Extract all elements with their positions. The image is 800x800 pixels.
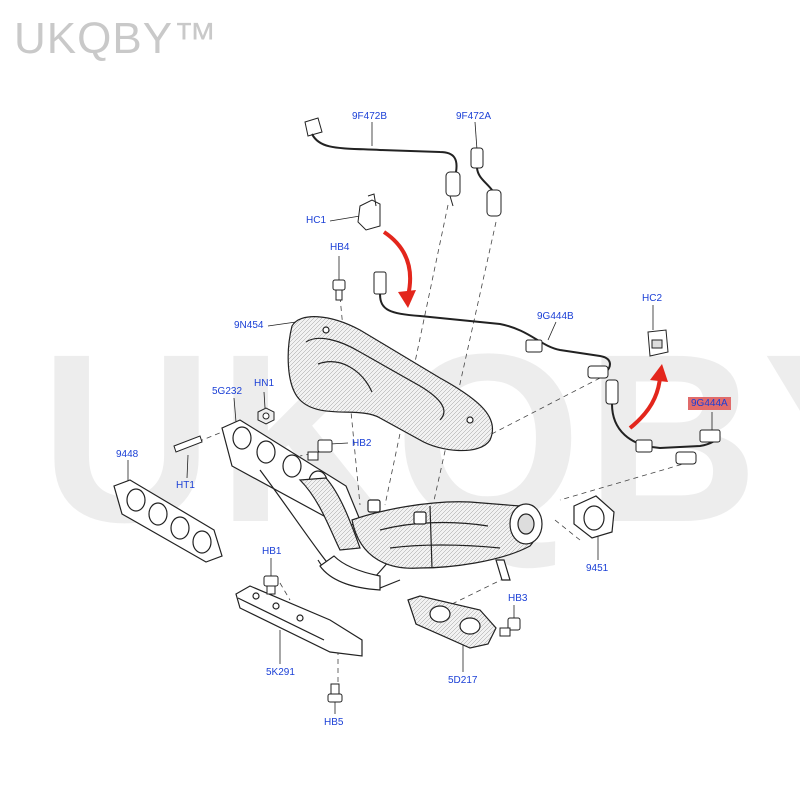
label-5k291: 5K291 (266, 667, 295, 678)
label-hb2: HB2 (352, 438, 372, 449)
label-ht1: HT1 (176, 480, 195, 491)
bolt-hb2 (307, 439, 333, 461)
label-hn1: HN1 (254, 378, 275, 389)
stud-ht1 (173, 435, 203, 453)
label-hb5: HB5 (324, 717, 344, 728)
label-hb3: HB3 (508, 593, 528, 604)
label-9f472a: 9F472A (456, 111, 492, 122)
bolt-hb1 (263, 575, 279, 595)
bolt-hb5 (327, 683, 343, 703)
label-hc2: HC2 (642, 293, 663, 304)
arrow-red-1-head (398, 290, 416, 308)
heat-shield-9n454 (287, 316, 494, 452)
nut-hn1 (257, 407, 275, 425)
label-9448: 9448 (116, 449, 139, 460)
arrow-red-1 (382, 230, 413, 297)
label-9f472b: 9F472B (352, 111, 388, 122)
bracket-5k291 (235, 585, 363, 657)
manifold-5g232 (221, 419, 401, 589)
arrow-red-2 (628, 377, 662, 430)
bolt-hb4 (332, 279, 346, 301)
brand-logo: UKQBY™ (14, 14, 219, 63)
label-hb1: HB1 (262, 546, 282, 557)
gasket-9451 (573, 495, 615, 539)
sensor-9g444b (373, 271, 611, 379)
label-9451: 9451 (586, 563, 609, 574)
heat-shield-5d217 (407, 595, 497, 649)
label-9n454: 9N454 (234, 320, 264, 331)
gasket-9448 (113, 479, 223, 563)
arrow-red-2-head (650, 364, 668, 382)
sensor-9f472b (304, 117, 461, 207)
label-5d217: 5D217 (448, 675, 478, 686)
catalytic-converter (319, 499, 543, 591)
label-hc1: HC1 (306, 215, 327, 226)
bolt-hb3 (499, 617, 521, 637)
bracket-hc2 (647, 329, 669, 357)
label-hb4: HB4 (330, 242, 350, 253)
label-9g444b: 9G444B (537, 311, 574, 322)
label-5g232: 5G232 (212, 386, 243, 397)
label-9g444a-highlighted: 9G444A (688, 397, 731, 410)
sensor-9f472a (470, 147, 502, 217)
bracket-hc1 (357, 193, 381, 231)
sensor-9g444a (605, 379, 721, 465)
